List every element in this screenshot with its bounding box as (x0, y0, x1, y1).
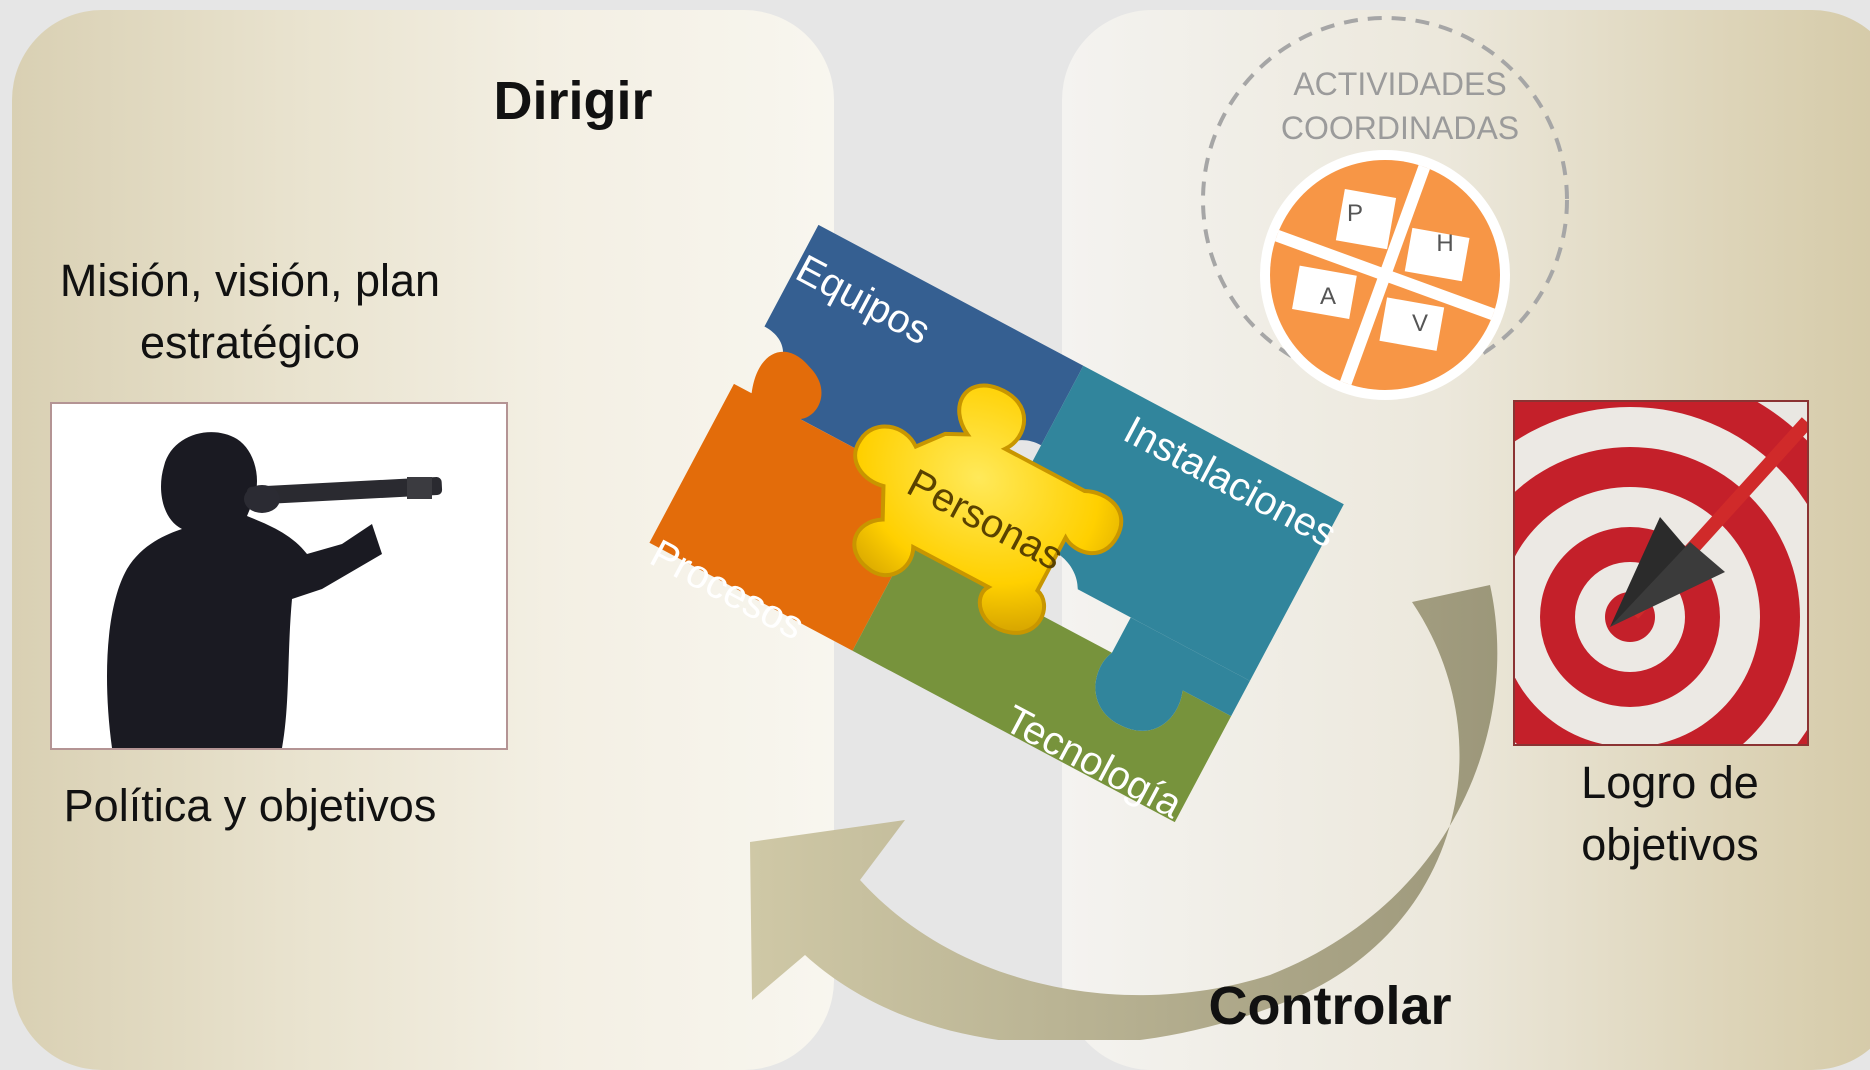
puzzle (649, 224, 1344, 823)
actividades-dashed-circle (1201, 16, 1569, 384)
phva-letter-h: H (1436, 230, 1454, 257)
puzzle-piece-instalaciones (996, 365, 1344, 681)
telescope-man-silhouette (52, 404, 506, 748)
logro-objetivos-caption: Logro de objetivos (1581, 757, 1759, 870)
telescope-photo (50, 402, 508, 750)
diagram-graphics (649, 16, 1569, 1040)
puzzle-piece-personas (852, 383, 1124, 635)
actividades-coordinadas-label: ACTIVIDADES COORDINADAS (1280, 66, 1520, 146)
dirigir-title: Dirigir (493, 71, 653, 131)
puzzle-piece-tecnologia (852, 544, 1232, 823)
mision-vision-caption: Misión, visión, plan estratégico (59, 255, 441, 368)
puzzle-tab-instalaciones (1095, 617, 1250, 731)
controlar-title: Controlar (1208, 976, 1452, 1036)
phva-letter-a: A (1319, 283, 1336, 310)
phva-wheel (1260, 150, 1510, 400)
target-photo (1513, 400, 1809, 746)
politica-objetivos-caption: Política y objetivos (63, 780, 437, 831)
target-arrow-image (1515, 402, 1807, 744)
puzzle-piece-procesos (649, 351, 938, 651)
phva-letter-p: P (1346, 200, 1363, 227)
phva-letter-v: V (1411, 310, 1428, 337)
